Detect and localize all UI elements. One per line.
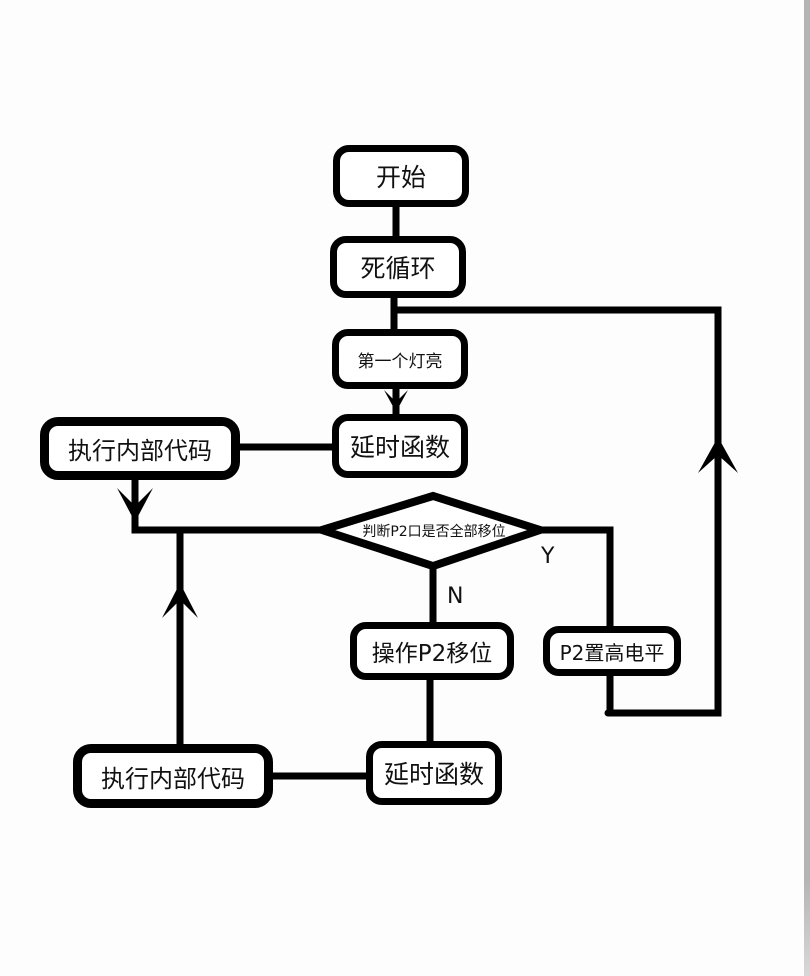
node-loop[interactable]: 死循环 [330,236,466,298]
edge-exec1-merge [131,474,326,534]
edge-return-loop-top [390,306,722,717]
decision-diamond[interactable] [308,491,553,571]
node-exec-internal-2[interactable]: 执行内部代码 [73,744,273,808]
node-start-label: 开始 [375,163,426,192]
edge-label-no: N [447,584,464,609]
node-first-light[interactable]: 第一个灯亮 [332,329,468,389]
edge-decision-yes [532,526,614,634]
arrow-up-icon [162,583,198,618]
node-delay-2[interactable]: 延时函数 [366,741,502,805]
node-delay-1[interactable]: 延时函数 [332,414,468,478]
node-exec-internal-2-label: 执行内部代码 [101,764,245,793]
node-start[interactable]: 开始 [333,145,469,207]
node-first-light-label: 第一个灯亮 [357,351,443,372]
node-delay-1-label: 延时函数 [349,433,450,462]
arrow-down-icon [384,390,408,412]
arrow-down-icon [117,488,153,522]
edge-label-yes: Y [541,544,555,569]
node-shift-p2[interactable]: 操作P2移位 [350,622,514,680]
node-shift-p2-label: 操作P2移位 [371,641,493,667]
page-edge-divider [804,0,810,976]
node-set-p2-high-label: P2置高电平 [559,640,665,665]
arrow-up-icon [698,437,738,473]
node-loop-label: 死循环 [360,254,436,283]
node-delay-2-label: 延时函数 [383,760,484,789]
node-exec-internal-1-label: 执行内部代码 [68,437,212,465]
node-exec-internal-1[interactable]: 执行内部代码 [40,417,240,480]
node-set-p2-high[interactable]: P2置高电平 [543,626,681,676]
decision-label: 判断P2口是否全部移位 [362,524,506,540]
